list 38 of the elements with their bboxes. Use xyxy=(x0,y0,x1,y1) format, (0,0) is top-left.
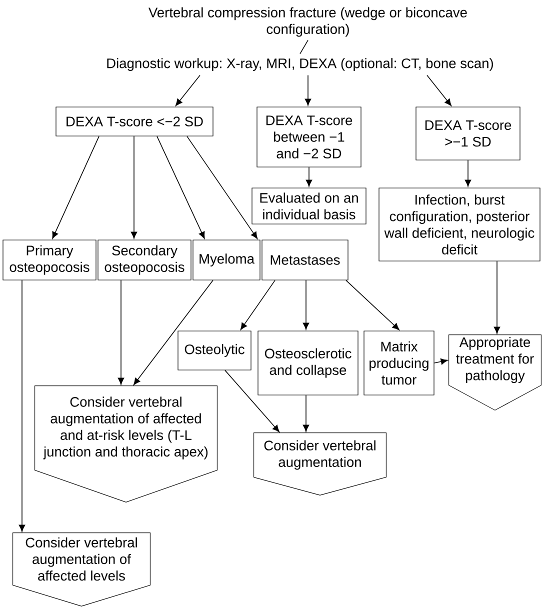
arrow xyxy=(133,280,214,386)
process-box: Primary osteopocosis xyxy=(2,240,96,280)
arrow xyxy=(118,280,124,385)
process-box: Metastases xyxy=(262,240,348,280)
arrow xyxy=(302,394,310,432)
arrow xyxy=(302,280,310,330)
arrow xyxy=(306,166,312,187)
arrow xyxy=(52,136,100,239)
arrow xyxy=(304,74,312,106)
arrow xyxy=(346,280,400,330)
arrow xyxy=(186,136,258,239)
flow-text: Diagnostic workup: X-ray, MRI, DEXA (optional: CT, bone scan) xyxy=(107,58,493,71)
arrow xyxy=(156,136,205,239)
process-box: Myeloma xyxy=(192,240,260,280)
arrow xyxy=(240,280,276,330)
process-box: DEXA T-score <−2 SD xyxy=(56,106,214,136)
process-box: Infection, burst configuration, posterior wall deficient, neurologic deficit xyxy=(378,188,540,262)
process-box: DEXA T-score between −1 and −2 SD xyxy=(256,106,362,168)
process-box: Evaluated on an individual basis xyxy=(252,188,366,224)
outcome-pentagon: Consider vertebral augmentation xyxy=(254,432,386,496)
connector-line xyxy=(300,40,308,54)
outcome-pentagon: Consider vertebral augmentation of affected levels xyxy=(12,532,150,607)
arrow xyxy=(130,136,138,239)
process-box: Osteolytic xyxy=(178,330,252,370)
process-box: Secondary osteopocosis xyxy=(98,240,192,280)
arrow xyxy=(224,370,280,432)
arrow xyxy=(434,358,448,365)
flow-text: Vertebral compression fracture (wedge or biconcave configuration) xyxy=(148,7,467,37)
process-box: Osteosclerotic and collapse xyxy=(258,330,358,396)
process-box: Matrix producing tumor xyxy=(364,330,434,396)
outcome-pentagon: Consider vertebral augmentation of affected and at-risk levels (T-L junction and thoracic apex) xyxy=(34,386,218,503)
arrow xyxy=(426,74,452,106)
outcome-pentagon: Appropriate treatment for pathology xyxy=(448,334,542,411)
arrow xyxy=(464,160,472,187)
arrow xyxy=(18,280,26,532)
arrow xyxy=(175,74,200,106)
process-box: DEXA T-score >−1 SD xyxy=(416,106,520,160)
arrow xyxy=(494,260,500,334)
